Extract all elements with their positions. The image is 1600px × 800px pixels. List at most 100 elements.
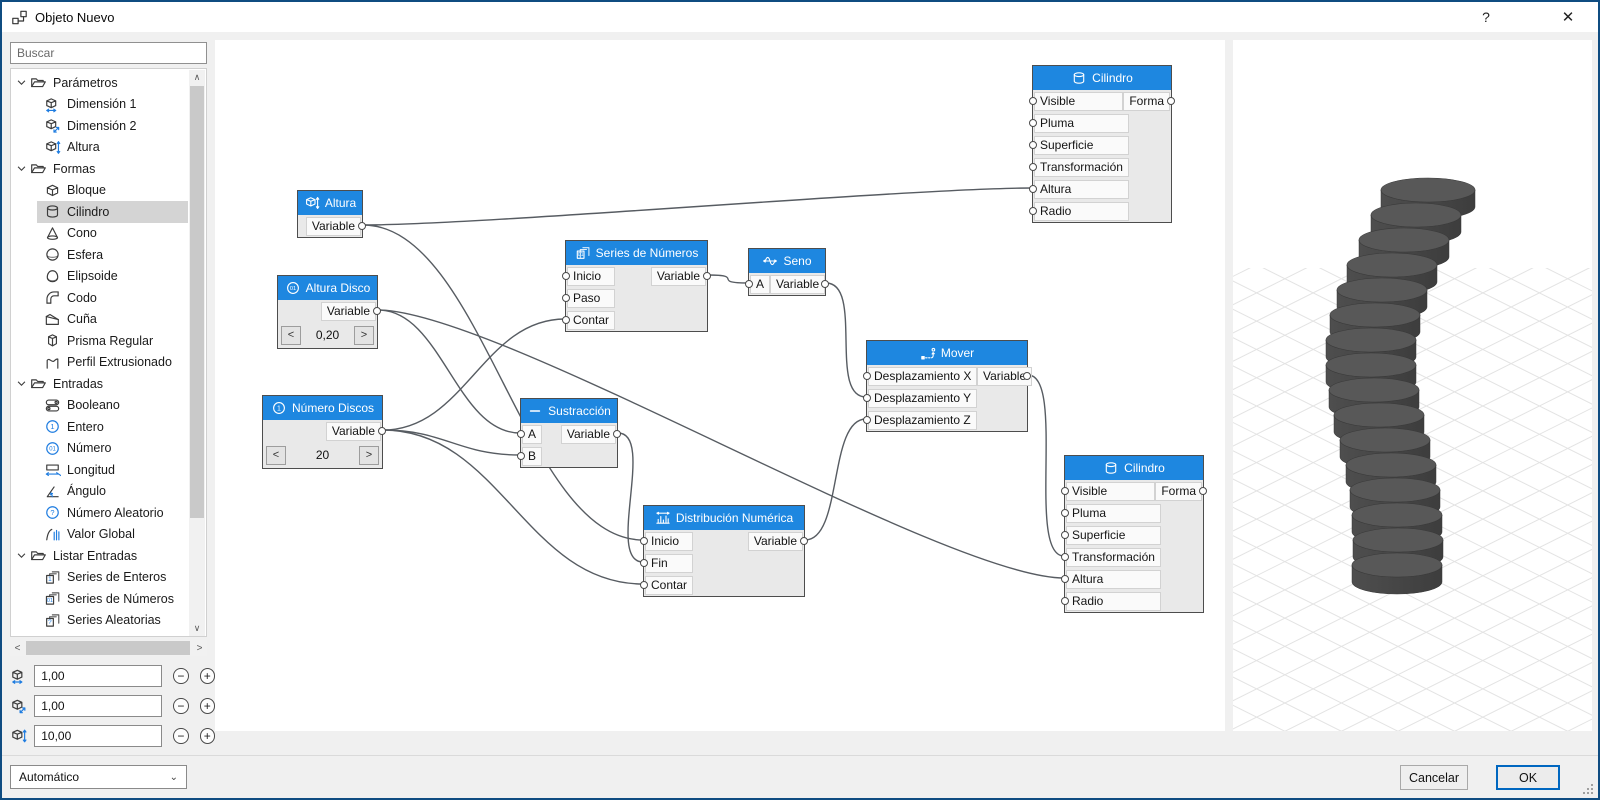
output-port[interactable]: [378, 427, 386, 435]
title-bar[interactable]: Objeto Nuevo ? ✕: [2, 2, 1598, 32]
cancel-button[interactable]: Cancelar: [1400, 765, 1468, 790]
output-port[interactable]: [821, 280, 829, 288]
output-port[interactable]: [703, 272, 711, 280]
parameter-value-input[interactable]: [34, 725, 163, 747]
node-header[interactable]: Mover: [867, 341, 1027, 365]
node-header[interactable]: Seno: [749, 249, 825, 273]
output-port[interactable]: [373, 307, 381, 315]
preview-3d-viewport[interactable]: [1233, 40, 1592, 731]
tree-item-booleano[interactable]: Booleano: [11, 395, 206, 417]
tree-item-cilindro[interactable]: Cilindro: [11, 201, 206, 223]
input-port-fin[interactable]: [640, 559, 648, 567]
tree-item-prisma-regular[interactable]: Prisma Regular: [11, 330, 206, 352]
tree-item-esfera[interactable]: Esfera: [11, 244, 206, 266]
input-port-contar[interactable]: [562, 316, 570, 324]
tree-item-bloque[interactable]: Bloque: [11, 180, 206, 202]
tree-item-dimensi-n-1[interactable]: Dimensión 1: [11, 94, 206, 116]
stepper-increase-button[interactable]: >: [358, 445, 379, 465]
stepper-increase-button[interactable]: >: [353, 325, 374, 345]
tree-item-cu-a[interactable]: Cuña: [11, 309, 206, 331]
stepper-decrease-button[interactable]: <: [266, 445, 286, 465]
input-port-transformaci-n[interactable]: [1029, 163, 1037, 171]
input-port-desplazamiento-y[interactable]: [863, 394, 871, 402]
output-port[interactable]: [1023, 372, 1031, 380]
scrollbar-thumb[interactable]: [26, 641, 190, 655]
input-port-superficie[interactable]: [1029, 141, 1037, 149]
input-port-visible[interactable]: [1029, 97, 1037, 105]
input-port-paso[interactable]: [562, 294, 570, 302]
node-header[interactable]: Altura: [298, 191, 362, 215]
scroll-left-arrow-icon[interactable]: <: [14, 642, 21, 654]
chevron-expanded-icon[interactable]: [16, 163, 30, 174]
input-port-superficie[interactable]: [1061, 531, 1069, 539]
tree-horizontal-scrollbar[interactable]: < >: [10, 640, 207, 656]
stepper-decrease-button[interactable]: <: [281, 325, 301, 345]
tree-item-cono[interactable]: Cono: [11, 223, 206, 245]
increment-button[interactable]: +: [199, 668, 215, 684]
input-port-contar[interactable]: [640, 581, 648, 589]
input-port-radio[interactable]: [1029, 207, 1037, 215]
tree-item-perfil-extrusionado[interactable]: Perfil Extrusionado: [11, 352, 206, 374]
tree-item-dimensi-n-2[interactable]: Dimensión 2: [11, 115, 206, 137]
output-port[interactable]: [358, 222, 366, 230]
increment-button[interactable]: +: [199, 698, 215, 714]
scroll-down-arrow-icon[interactable]: ∨: [193, 623, 201, 633]
node-header[interactable]: Sustracción: [521, 399, 617, 423]
node-header[interactable]: Cilindro: [1065, 456, 1203, 480]
input-port-a[interactable]: [745, 280, 753, 288]
tree-item-entradas[interactable]: Entradas: [11, 373, 206, 395]
decrement-button[interactable]: −: [173, 668, 189, 684]
tree-item-altura[interactable]: Altura: [11, 137, 206, 159]
input-port-pluma[interactable]: [1029, 119, 1037, 127]
ok-button[interactable]: OK: [1496, 765, 1560, 790]
input-port-inicio[interactable]: [562, 272, 570, 280]
chevron-expanded-icon[interactable]: [16, 378, 30, 389]
chevron-expanded-icon[interactable]: [16, 550, 30, 561]
input-port-desplazamiento-x[interactable]: [863, 372, 871, 380]
tree-item--ngulo[interactable]: Ángulo: [11, 481, 206, 503]
output-port[interactable]: [1167, 97, 1175, 105]
tree-item-n-mero-aleatorio[interactable]: ?Número Aleatorio: [11, 502, 206, 524]
parameter-value-input[interactable]: [34, 695, 163, 717]
mode-dropdown[interactable]: Automático ⌄: [10, 765, 187, 789]
input-port-pluma[interactable]: [1061, 509, 1069, 517]
input-port-a[interactable]: [517, 430, 525, 438]
tree-vertical-scrollbar[interactable]: ∧ ∨: [189, 70, 205, 636]
scrollbar-thumb[interactable]: [190, 86, 204, 518]
output-port[interactable]: [613, 430, 621, 438]
close-button[interactable]: ✕: [1561, 9, 1575, 26]
tree-item-series-aleatorias[interactable]: ?Series Aleatorias: [11, 610, 206, 632]
input-port-altura[interactable]: [1061, 575, 1069, 583]
tree-item-valor-global[interactable]: Valor Global: [11, 524, 206, 546]
input-port-b[interactable]: [517, 452, 525, 460]
tree-item-longitud[interactable]: Longitud: [11, 459, 206, 481]
input-port-altura[interactable]: [1029, 185, 1037, 193]
tree-item-formas[interactable]: Formas: [11, 158, 206, 180]
input-port-radio[interactable]: [1061, 597, 1069, 605]
tree-item-elipsoide[interactable]: Elipsoide: [11, 266, 206, 288]
input-port-inicio[interactable]: [640, 537, 648, 545]
scroll-right-arrow-icon[interactable]: >: [196, 642, 203, 654]
decrement-button[interactable]: −: [173, 728, 189, 744]
input-port-transformaci-n[interactable]: [1061, 553, 1069, 561]
tree-item-listar-entradas[interactable]: Listar Entradas: [11, 545, 206, 567]
input-port-desplazamiento-z[interactable]: [863, 416, 871, 424]
output-port[interactable]: [800, 537, 808, 545]
search-input[interactable]: [10, 42, 207, 64]
